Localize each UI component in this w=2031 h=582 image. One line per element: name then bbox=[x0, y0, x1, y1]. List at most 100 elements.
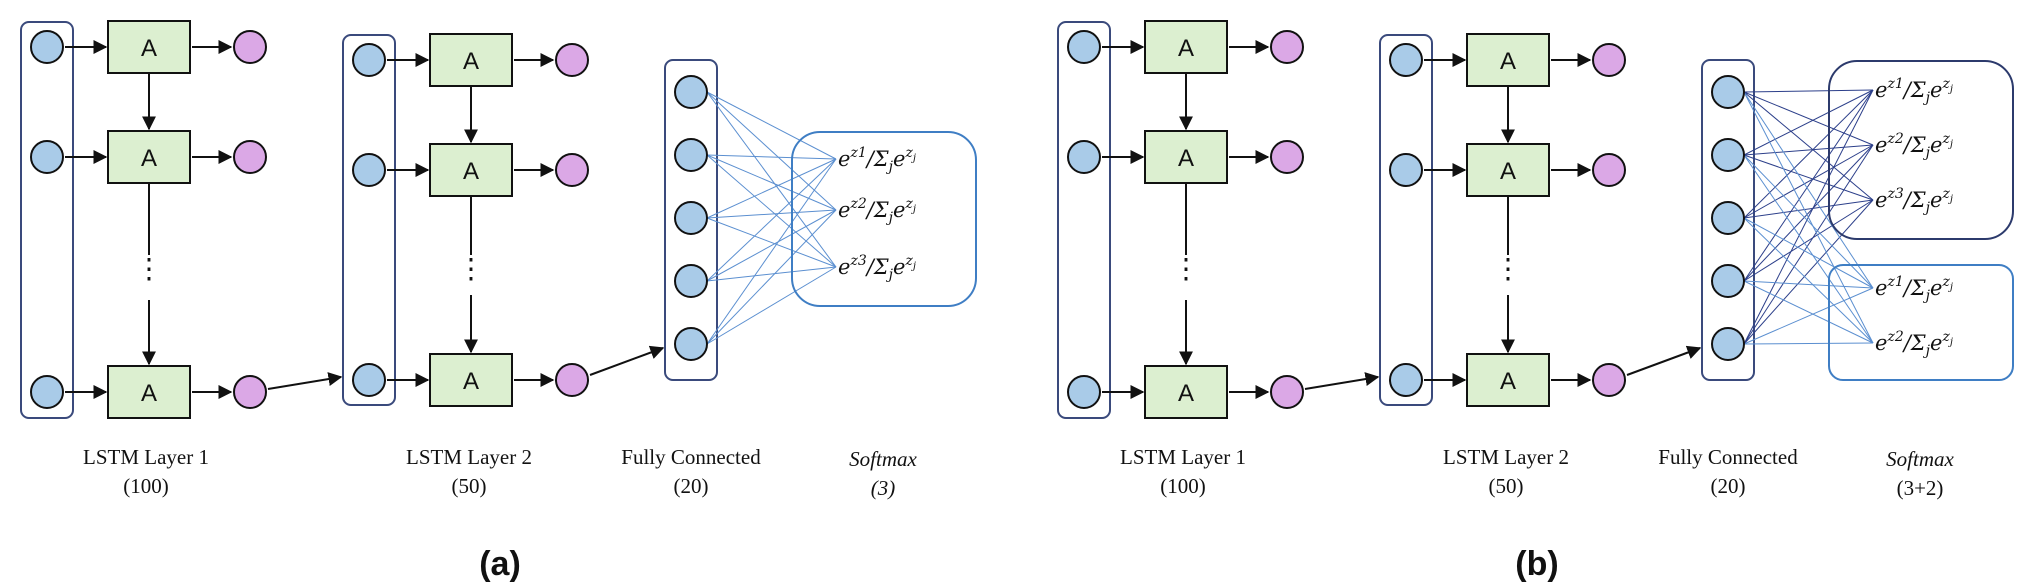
fc-connection-line bbox=[1743, 91, 1874, 289]
softmax-title: Softmax bbox=[849, 447, 917, 471]
lstm-cell: A bbox=[429, 353, 513, 407]
lstm-cell-box bbox=[1466, 143, 1550, 197]
fc-node bbox=[674, 75, 708, 109]
fc-connection-line bbox=[706, 154, 837, 160]
fc-connection-line bbox=[706, 266, 837, 282]
lstm-cell-label: A bbox=[1178, 145, 1194, 172]
softmax-formula: ez1/Σjezj bbox=[1875, 274, 1953, 304]
lstm-cell-box bbox=[107, 365, 191, 419]
fc-node bbox=[1711, 75, 1745, 109]
lstm-layer-1-input-frame bbox=[1057, 21, 1111, 419]
lstm-cell-box bbox=[1466, 33, 1550, 87]
softmax-formula: ez3/Σjezj bbox=[838, 253, 916, 283]
input-node bbox=[352, 43, 386, 77]
output-node bbox=[555, 363, 589, 397]
lstm1-title: LSTM Layer 1 bbox=[83, 445, 209, 469]
vertical-ellipsis: ⋮ bbox=[135, 254, 163, 285]
panel-b: AAA⋮AAA⋮ez1/Σjezjez2/Σjezjez3/Σjezjez1/Σ… bbox=[1057, 20, 2014, 582]
lstm2-units: (50) bbox=[1489, 474, 1524, 498]
layer-labels: LSTM Layer 1(100)LSTM Layer 2(50)Fully C… bbox=[83, 445, 917, 500]
panel-caption: (a) bbox=[479, 545, 521, 582]
output-node bbox=[555, 153, 589, 187]
lstm-layer-2-input-frame bbox=[1379, 34, 1433, 406]
output-node bbox=[1270, 140, 1304, 174]
lstm-cell-label: A bbox=[1178, 380, 1194, 407]
lstm-cell-box bbox=[429, 353, 513, 407]
vertical-ellipsis: ⋮ bbox=[1494, 254, 1522, 285]
fc-connection-line bbox=[1743, 199, 1874, 282]
fc-to-softmax-connections bbox=[706, 91, 837, 345]
lstm-cell-label: A bbox=[463, 48, 479, 75]
input-node bbox=[1389, 43, 1423, 77]
lstm-cell-box bbox=[107, 130, 191, 184]
lstm-cell-box bbox=[1144, 365, 1228, 419]
lstm-cell-box bbox=[1466, 353, 1550, 407]
fc-connection-line bbox=[1743, 280, 1874, 289]
layer2-to-fc-arrow bbox=[1626, 345, 1702, 376]
lstm-cell-label: A bbox=[463, 158, 479, 185]
panel-a: AAA⋮AAA⋮ez1/Σjezjez2/Σjezjez3/ΣjezjLSTM … bbox=[20, 20, 977, 582]
fc-connection-line bbox=[706, 158, 837, 219]
layer1-to-layer2-arrow bbox=[1304, 372, 1380, 390]
lstm-cell: A bbox=[1466, 353, 1550, 407]
lstm-layer-2: AAA⋮ bbox=[1379, 33, 1626, 407]
output-node bbox=[555, 43, 589, 77]
fc-connection-line bbox=[706, 158, 837, 345]
fc-connection-line bbox=[1743, 287, 1874, 345]
lstm2-units: (50) bbox=[452, 474, 487, 498]
output-node bbox=[1270, 375, 1304, 409]
fc-connection-line bbox=[706, 154, 837, 268]
input-node bbox=[30, 140, 64, 174]
lstm-cell-box bbox=[429, 33, 513, 87]
softmax-layer: ez1/Σjezjez2/Σjezjez3/Σjezjez1/Σjezjez2/… bbox=[1828, 60, 2014, 381]
fc-connection-line bbox=[1743, 144, 1874, 282]
fc-connection-line bbox=[1743, 91, 1874, 344]
lstm-cell: A bbox=[107, 130, 191, 184]
fc-units: (20) bbox=[674, 474, 709, 498]
softmax-title: Softmax bbox=[1886, 447, 1954, 471]
fc-node bbox=[674, 264, 708, 298]
fc-node bbox=[674, 138, 708, 172]
lstm-cell-label: A bbox=[141, 35, 157, 62]
input-node bbox=[30, 375, 64, 409]
lstm-cell: A bbox=[107, 20, 191, 74]
output-node bbox=[233, 375, 267, 409]
fc-connection-line bbox=[706, 158, 837, 282]
softmax-formula: ez1/Σjezj bbox=[838, 145, 916, 175]
lstm-cell: A bbox=[1144, 130, 1228, 184]
fc-connection-line bbox=[1743, 89, 1874, 93]
input-node bbox=[352, 363, 386, 397]
panel-caption: (b) bbox=[1515, 545, 1558, 582]
lstm1-units: (100) bbox=[123, 474, 169, 498]
fc-title: Fully Connected bbox=[621, 445, 761, 469]
fc-connection-line bbox=[1743, 342, 1874, 345]
fully-connected-layer bbox=[664, 59, 837, 381]
output-node bbox=[233, 140, 267, 174]
softmax-formula: ez2/Σjezj bbox=[1875, 329, 1953, 359]
lstm-layer-1: AAA⋮ bbox=[20, 20, 267, 419]
fc-connection-line bbox=[706, 209, 837, 219]
fc-connection-line bbox=[706, 209, 837, 282]
fc-connection-line bbox=[706, 217, 837, 268]
output-node bbox=[1270, 30, 1304, 64]
softmax-box-group-2 bbox=[1828, 264, 2014, 381]
lstm-cell-label: A bbox=[1500, 158, 1516, 185]
fc-connection-line bbox=[706, 91, 837, 268]
lstm-layer-1-input-frame bbox=[20, 21, 74, 419]
output-node bbox=[1592, 43, 1626, 77]
input-node bbox=[1067, 375, 1101, 409]
fc-node bbox=[674, 327, 708, 361]
fc-connection-line bbox=[1743, 144, 1874, 219]
vertical-ellipsis: ⋮ bbox=[1172, 254, 1200, 285]
lstm-layer-2-input-frame bbox=[342, 34, 396, 406]
fc-connection-line bbox=[706, 154, 837, 211]
lstm-cell-label: A bbox=[463, 368, 479, 395]
input-node bbox=[1067, 30, 1101, 64]
fc-connection-line bbox=[1743, 89, 1874, 282]
lstm1-units: (100) bbox=[1160, 474, 1206, 498]
fc-connection-line bbox=[1743, 144, 1874, 345]
fc-units: (20) bbox=[1711, 474, 1746, 498]
lstm-cell-box bbox=[107, 20, 191, 74]
